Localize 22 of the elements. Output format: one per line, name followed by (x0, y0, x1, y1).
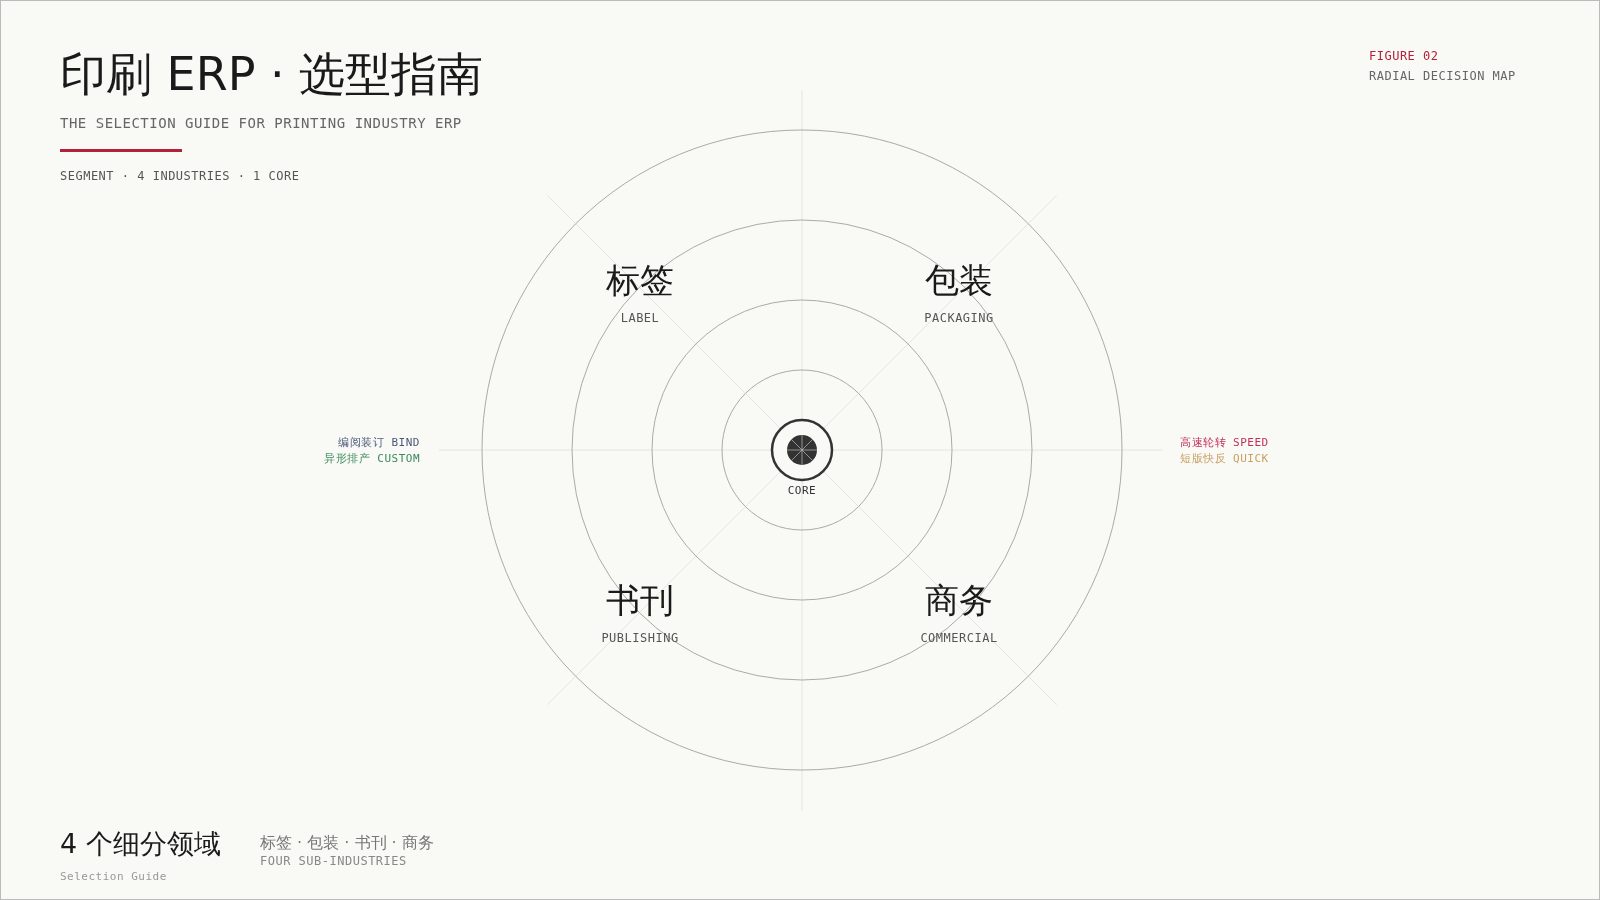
axis-label: 编阅装订 BIND (338, 437, 420, 450)
core-label: CORE (787, 485, 817, 498)
footer-heading: 4 个细分领域 (60, 828, 221, 860)
figure-number: FIGURE 02 (1369, 50, 1439, 64)
segment-caption: COMMERCIAL (920, 632, 998, 646)
axis-label: 异形排产 CUSTOM (324, 453, 420, 466)
segment-caption: PUBLISHING (601, 632, 679, 646)
footer-note: Selection Guide (60, 871, 167, 884)
figure-title: RADIAL DECISION MAP (1369, 70, 1516, 84)
segment-name: 标签 (606, 261, 674, 301)
title: 印刷 ERP · 选型指南 (60, 48, 484, 101)
segment-caption: LABEL (620, 312, 660, 326)
footer-caption: FOUR SUB-INDUSTRIES (260, 855, 407, 869)
subtitle: THE SELECTION GUIDE FOR PRINTING INDUSTRY ERP (60, 115, 462, 132)
axis-label: 高速轮转 SPEED (1180, 437, 1269, 450)
segment-name: 书刊 (606, 581, 674, 621)
axis-label: 短版快反 QUICK (1180, 453, 1269, 466)
segment-caption: PACKAGING (924, 312, 994, 326)
meta-text: SEGMENT · 4 INDUSTRIES · 1 CORE (60, 170, 300, 184)
segment-name: 商务 (925, 581, 993, 621)
segment-name: 包装 (925, 261, 993, 301)
segment-list: 标签 · 包装 · 书刊 · 商务 (260, 834, 434, 853)
